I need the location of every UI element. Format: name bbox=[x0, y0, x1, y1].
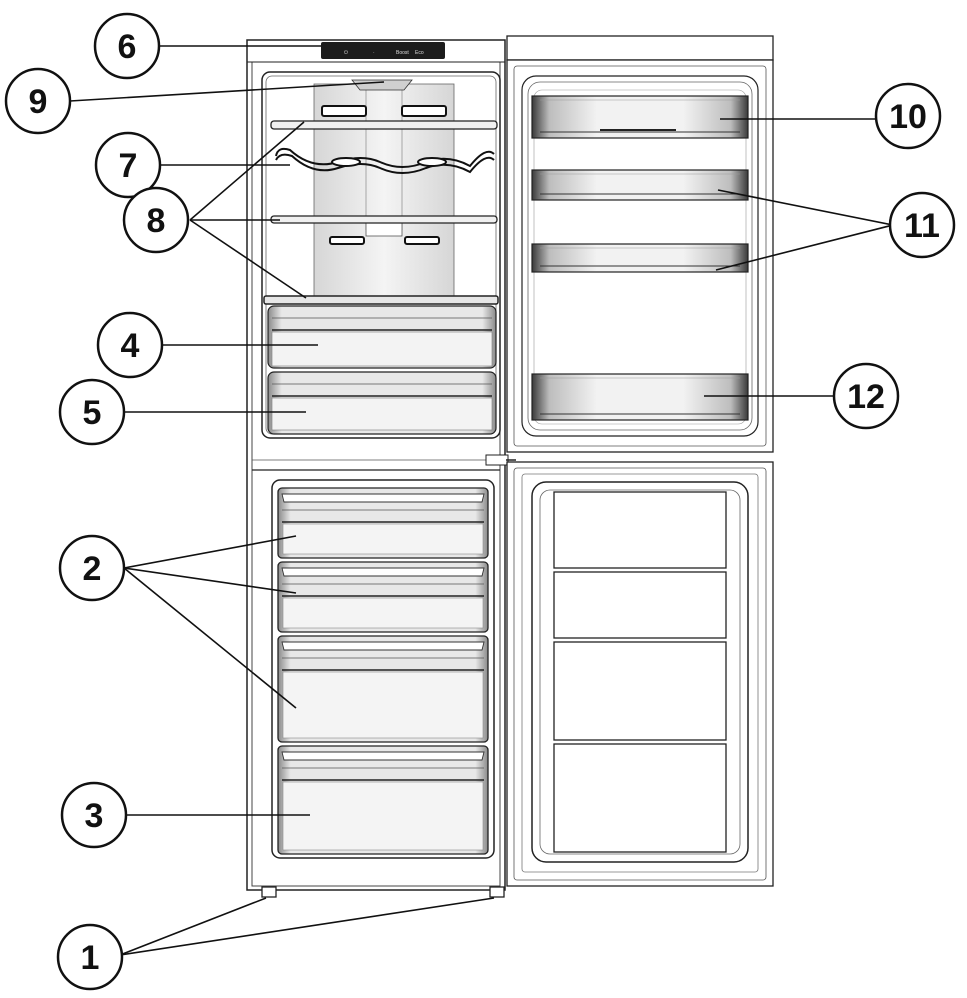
feet bbox=[261, 886, 505, 898]
panel-power-icon[interactable]: ⏻ bbox=[344, 50, 348, 56]
callout-8: 8 bbox=[122, 186, 190, 254]
door-bin bbox=[531, 95, 749, 139]
panel-dot[interactable]: · bbox=[373, 50, 375, 56]
door-panel bbox=[553, 571, 727, 639]
panel-eco-button[interactable]: Eco bbox=[415, 50, 424, 56]
freezer-drawer bbox=[277, 745, 489, 855]
callout-10: 10 bbox=[874, 82, 942, 150]
freezer-drawer bbox=[277, 487, 489, 559]
crisper-drawer bbox=[267, 305, 497, 369]
callout-11: 11 bbox=[888, 191, 956, 259]
glass-shelf bbox=[270, 120, 498, 130]
callout-3-label: 3 bbox=[85, 797, 104, 835]
callout-4: 4 bbox=[96, 311, 164, 379]
freezer-drawer bbox=[277, 561, 489, 633]
freezer-drawer bbox=[277, 635, 489, 743]
callout-12: 12 bbox=[832, 362, 900, 430]
glass-shelf bbox=[270, 215, 498, 224]
glass-shelf bbox=[263, 295, 499, 305]
callout-9-label: 9 bbox=[29, 83, 48, 121]
leader-line-2a bbox=[123, 535, 297, 569]
leader-line-11a bbox=[717, 189, 894, 226]
callout-11-label: 11 bbox=[904, 207, 940, 245]
callout-12-label: 12 bbox=[847, 378, 885, 416]
leader-line-2c bbox=[123, 567, 297, 709]
leader-line-8c bbox=[189, 219, 307, 299]
callout-10-label: 10 bbox=[889, 98, 927, 136]
callout-7: 7 bbox=[94, 131, 162, 199]
leader-line-2b bbox=[123, 567, 297, 594]
callout-9: 9 bbox=[4, 67, 72, 135]
callout-1-label: 1 bbox=[81, 939, 100, 977]
leader-line-9 bbox=[69, 81, 385, 102]
leader-lines bbox=[69, 45, 894, 956]
callout-5-label: 5 bbox=[83, 394, 102, 432]
callout-2: 2 bbox=[58, 534, 126, 602]
callout-4-label: 4 bbox=[121, 327, 140, 365]
leader-line-11b bbox=[715, 224, 894, 271]
callout-8-label: 8 bbox=[147, 202, 166, 240]
control-panel[interactable]: ⏻ · Boost Eco bbox=[321, 42, 445, 59]
callout-6-label: 6 bbox=[118, 28, 137, 66]
fridge-compartment bbox=[261, 71, 501, 439]
door-bin bbox=[531, 169, 749, 201]
leader-line-1b bbox=[119, 897, 495, 956]
callout-6: 6 bbox=[93, 12, 161, 80]
freezer-compartment bbox=[271, 479, 495, 859]
door-panel bbox=[553, 641, 727, 741]
panel-boost-button[interactable]: Boost bbox=[396, 50, 409, 56]
callout-5: 5 bbox=[58, 378, 126, 446]
callout-1: 1 bbox=[56, 923, 124, 991]
door-bin bbox=[531, 243, 749, 273]
door-panel bbox=[553, 743, 727, 853]
wine-rack bbox=[275, 147, 495, 174]
callout-2-label: 2 bbox=[83, 550, 102, 588]
door-bin bbox=[531, 373, 749, 421]
callout-7-label: 7 bbox=[119, 147, 138, 185]
callout-3: 3 bbox=[60, 781, 128, 849]
crisper-drawer bbox=[267, 371, 497, 435]
freezer-door[interactable] bbox=[506, 461, 774, 887]
fridge-door[interactable] bbox=[485, 35, 774, 466]
door-panel bbox=[553, 491, 727, 569]
leader-line-1a bbox=[119, 897, 267, 956]
leader-line-8a bbox=[189, 121, 305, 221]
